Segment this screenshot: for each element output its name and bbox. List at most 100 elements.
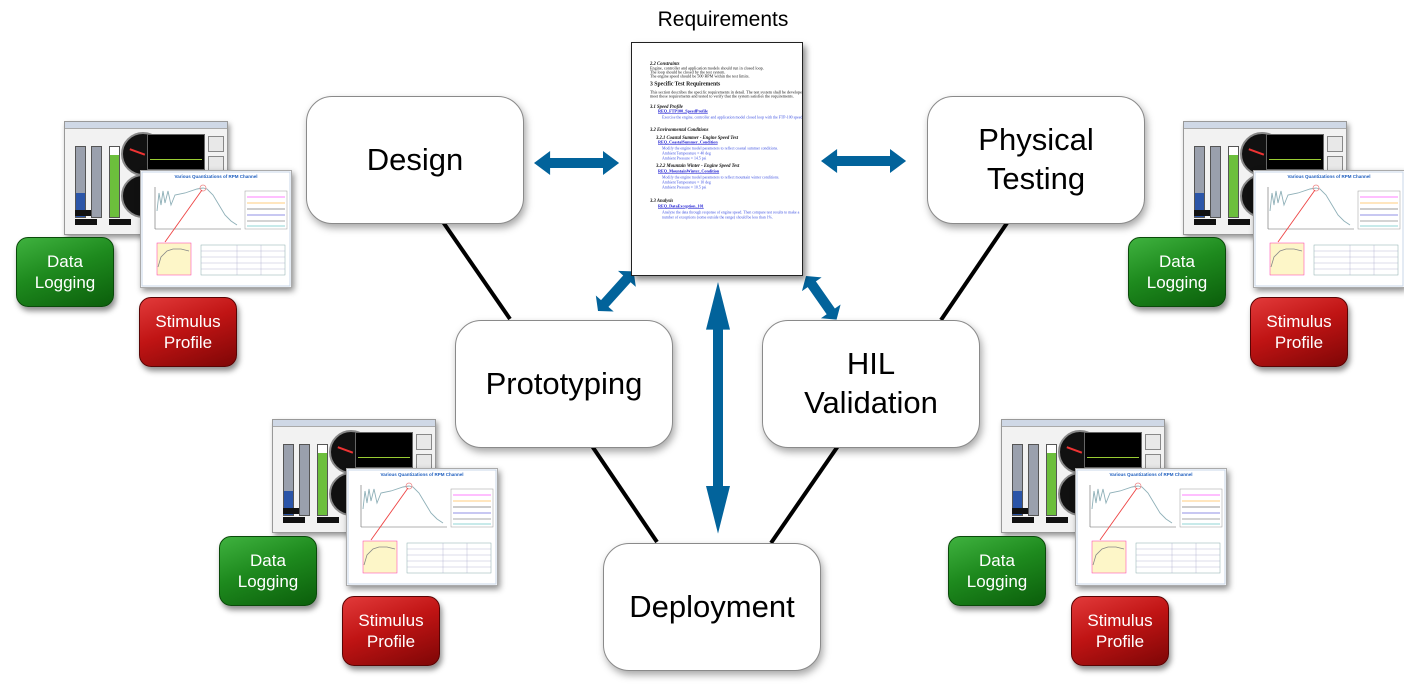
stimulus-profile-label-2: Profile <box>163 333 213 352</box>
requirements-line: The engine speed should be 500 RPM withi… <box>650 74 750 79</box>
node-prototyping-label: Prototyping <box>485 365 643 401</box>
node-physical-testing-label-2: Testing <box>986 161 1086 196</box>
section-plot <box>1269 242 1305 276</box>
requirements-line: Exercise the engine, controller and appl… <box>662 115 803 120</box>
dashboard-indicator <box>1194 210 1210 216</box>
plot-graphics <box>1254 171 1404 287</box>
plot-graphics <box>347 469 497 585</box>
dashboard-scope <box>147 134 205 170</box>
data-logging-label-1: Data <box>979 550 1015 570</box>
plot-legend <box>1179 488 1223 528</box>
requirements-line: 2.2 Constraints <box>650 61 680 67</box>
zoom-marker <box>1312 184 1320 192</box>
requirements-line: Ambient Temperature = 10 deg <box>662 180 711 185</box>
rpm-trace <box>156 187 238 226</box>
node-design-label: Design <box>366 141 464 177</box>
rpm-trace <box>1091 485 1173 524</box>
requirements-line: This section describes the specific requ… <box>650 90 803 95</box>
dashboard-control <box>208 136 224 152</box>
dashboard-scope <box>1266 134 1324 170</box>
dashboard-bar-gauge <box>1194 146 1205 218</box>
node-physical-testing-label-1: Physical <box>978 122 1094 158</box>
dashboard-bar-gauge <box>299 444 310 516</box>
dashboard-titlebar <box>65 122 227 129</box>
quantization-plot-screenshot: Various Quantizations of RPM Channel <box>140 170 292 288</box>
zoom-marker <box>1134 482 1142 490</box>
requirements-title: Requirements <box>657 8 789 31</box>
dashboard-scope <box>1084 432 1142 468</box>
requirements-line[interactable]: REQ_FTP100_SpeedProfile <box>658 109 708 114</box>
quantization-plot-screenshot: Various Quantizations of RPM Channel <box>1075 468 1227 586</box>
requirements-line: 3.3 Analysis <box>650 198 674 204</box>
quantization-error-table <box>1313 244 1399 276</box>
zoom-pointer <box>370 487 409 541</box>
dashboard-titlebar <box>1002 420 1164 427</box>
dashboard-bar-gauge <box>283 444 294 516</box>
zoom-pointer <box>1277 189 1316 243</box>
edge-prototyping-deployment <box>590 444 659 544</box>
requirements-line: Ambient Pressure = 10.5 psi <box>662 185 707 190</box>
dashboard-indicator <box>317 517 339 523</box>
dashboard-indicator <box>1228 219 1250 225</box>
dashboard-indicator <box>1012 517 1034 523</box>
data-logging-label-1: Data <box>250 550 286 570</box>
edge-physical-hil <box>939 221 1009 322</box>
requirements-line: number of exceptions (some outside the r… <box>662 215 773 220</box>
dashboard-control <box>416 434 432 450</box>
quantization-error-table <box>406 542 492 574</box>
node-prototyping[interactable]: Prototyping <box>455 320 673 448</box>
node-hil-validation[interactable]: HIL Validation <box>762 320 980 448</box>
stimulus-profile-label-2: Profile <box>366 632 416 651</box>
dashboard-bar-gauge <box>1028 444 1039 516</box>
data-logging-label-1: Data <box>1159 251 1195 271</box>
double-arrow-physical-requirements <box>821 149 907 173</box>
plot-graphics <box>141 171 291 287</box>
rpm-trace <box>362 485 444 524</box>
double-arrow-deployment-requirements <box>706 282 730 534</box>
plot-title: Various Quantizations of RPM Channel <box>1287 174 1371 179</box>
data-logging-label-2: Logging <box>966 572 1028 591</box>
zoom-marker <box>405 482 413 490</box>
stimulus-profile-label-1: Stimulus <box>1087 610 1153 630</box>
stimulus-profile-label-2: Profile <box>1274 333 1324 352</box>
node-hil-validation-label-2: Validation <box>804 385 938 420</box>
double-arrow-hil-requirements <box>796 269 847 327</box>
plot-title: Various Quantizations of RPM Channel <box>1109 472 1193 477</box>
plot-legend <box>1357 190 1401 230</box>
data-logging-label-2: Logging <box>237 572 299 591</box>
node-physical-testing[interactable]: Physical Testing <box>927 96 1145 224</box>
quantization-plot-screenshot: Various Quantizations of RPM Channel <box>346 468 498 586</box>
zoom-marker <box>199 184 207 192</box>
plot-title: Various Quantizations of RPM Channel <box>174 174 258 179</box>
zoom-pointer <box>164 189 203 243</box>
requirements-line: Analyze the data through response of eng… <box>662 210 800 215</box>
dashboard-bar-gauge <box>1228 146 1239 218</box>
edge-design-prototyping <box>441 220 512 321</box>
requirements-line: Ambient Pressure = 14.5 psi <box>662 156 707 161</box>
section-plot <box>156 242 192 276</box>
double-arrow-design-requirements <box>534 151 620 175</box>
dashboard-indicator <box>75 219 97 225</box>
stimulus-profile-label-2: Profile <box>1095 632 1145 651</box>
dashboard-indicator <box>283 517 305 523</box>
requirements-line[interactable]: REQ_DataException_101 <box>658 204 704 209</box>
requirements-line[interactable]: REQ_CoastalSummer_Condition <box>658 140 718 145</box>
dashboard-indicator <box>283 508 299 514</box>
section-plot <box>362 540 398 574</box>
dashboard-bar-gauge <box>91 146 102 218</box>
requirements-line[interactable]: REQ_MountainWinter_Condition <box>658 169 720 174</box>
section-plot <box>1091 540 1127 574</box>
node-deployment[interactable]: Deployment <box>603 543 821 671</box>
node-design[interactable]: Design <box>306 96 524 224</box>
requirements-line: 3.2.1 Coastal Summer - Engine Speed Test <box>656 135 738 141</box>
dashboard-control <box>1145 434 1161 450</box>
